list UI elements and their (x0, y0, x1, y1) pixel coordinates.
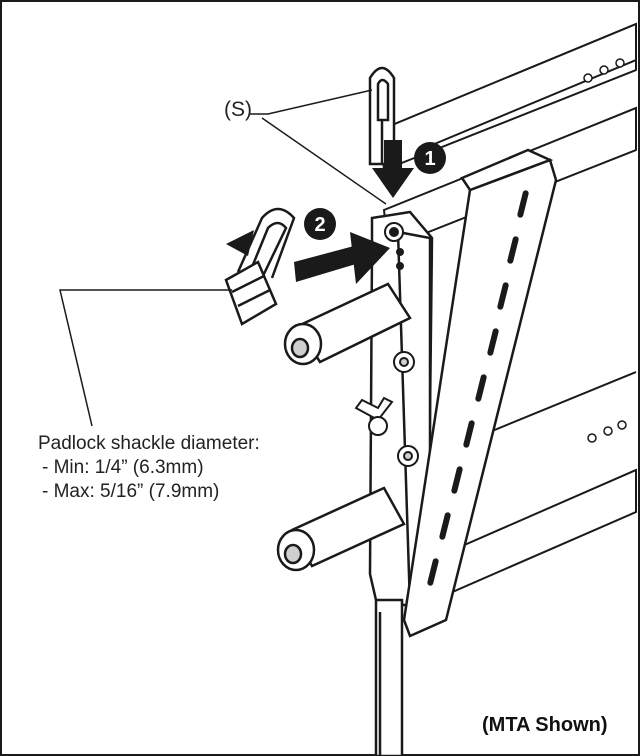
padlock-spec-title: Padlock shackle diameter: (38, 433, 260, 454)
bracket-top-holes (384, 222, 404, 270)
model-note: (MTA Shown) (482, 714, 608, 736)
adjustment-knobs (354, 351, 419, 467)
lower-tube (276, 486, 406, 572)
rail-holes (583, 58, 627, 443)
arrow-down-icon (372, 140, 414, 198)
svg-text:1: 1 (424, 148, 435, 170)
padlock-spec-max: - Max: 5/16” (7.9mm) (42, 481, 220, 502)
arrow-right-icon (294, 232, 390, 284)
pointer-arrow-icon (226, 230, 254, 256)
safety-pin-label: (S) (224, 98, 252, 121)
tilt-arm-slots (427, 190, 529, 586)
padlock-spec-min: - Min: 1/4” (6.3mm) (42, 457, 204, 478)
support-pole (374, 598, 404, 756)
step-2-badge: 2 (304, 208, 336, 240)
padlock-shackle (224, 207, 296, 326)
upper-tube (283, 282, 412, 366)
svg-text:2: 2 (314, 214, 325, 236)
padlock-spec: Padlock shackle diameter: - Min: 1/4” (6… (38, 432, 260, 504)
leader-lines (59, 89, 387, 427)
step-1-badge: 1 (414, 142, 446, 174)
